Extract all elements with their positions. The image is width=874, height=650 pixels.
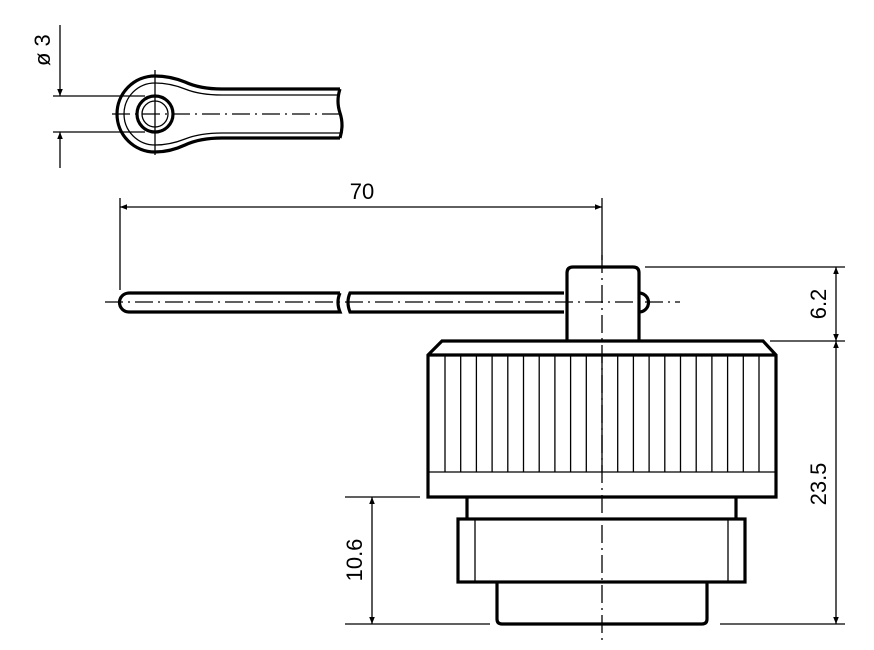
cord-diameter-label: ø 3 bbox=[30, 34, 55, 66]
cord bbox=[105, 291, 680, 314]
knurl-lines bbox=[444, 355, 760, 472]
cord-length-label: 70 bbox=[350, 179, 374, 204]
cap-body bbox=[426, 255, 778, 640]
eyelet-detail: ø 3 bbox=[30, 25, 345, 168]
cord-length-dimension: 70 bbox=[119, 179, 603, 290]
height-dimensions: 6.2 23.5 bbox=[645, 266, 845, 625]
thread-height-dimension: 10.6 bbox=[342, 496, 490, 625]
thread-height-label: 10.6 bbox=[342, 539, 367, 582]
cap-height-label: 23.5 bbox=[806, 463, 831, 506]
stem-height-label: 6.2 bbox=[806, 289, 831, 320]
